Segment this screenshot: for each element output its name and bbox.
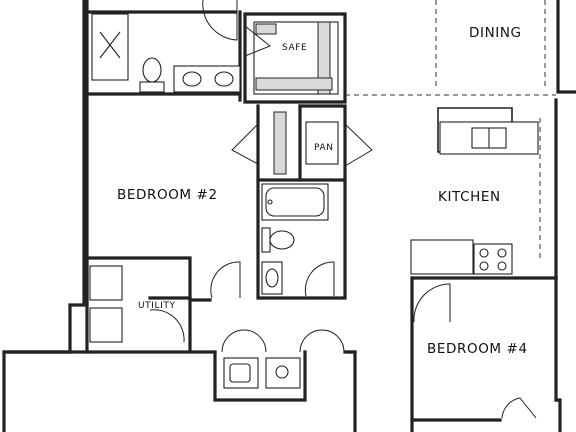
hall-bath <box>256 178 347 300</box>
room-label-pantry: PAN <box>314 143 334 153</box>
closet-safe: SAFE <box>243 12 347 104</box>
closet-shelf-bottom <box>255 77 333 91</box>
tub-drain-icon <box>267 199 273 205</box>
double-door-right <box>299 329 345 353</box>
utility-room: UTILITY <box>85 260 192 354</box>
kitchen: KITCHEN <box>410 107 541 275</box>
room-label-bedroom4: BEDROOM #4 <box>427 341 528 357</box>
dryer <box>89 307 123 343</box>
room-label-utility: UTILITY <box>138 301 176 311</box>
master-bath <box>85 0 242 102</box>
hall-bath-door <box>304 261 335 297</box>
shower-drain-icon <box>99 31 121 59</box>
toilet-hall <box>269 230 295 250</box>
dining-area: DINING <box>345 0 556 96</box>
room-label-bedroom2: BEDROOM #2 <box>117 187 218 203</box>
bedroom-4: BEDROOM #4 <box>410 276 558 432</box>
room-label-kitchen: KITCHEN <box>438 189 501 205</box>
bedroom-2: BEDROOM #2 <box>85 187 241 302</box>
room-label-dining: DINING <box>469 25 522 41</box>
hall-sink-icon <box>265 268 279 288</box>
toilet-bowl <box>142 57 162 83</box>
linen-shelf <box>273 111 287 175</box>
pantry-door <box>344 123 373 167</box>
washer <box>89 265 123 301</box>
sink-left-icon <box>182 71 202 87</box>
bath-door-swing <box>202 0 238 41</box>
dryer-drum-icon <box>275 365 289 379</box>
hall-closets: PAN <box>231 104 373 182</box>
closet-door <box>244 25 271 57</box>
shower-stall <box>91 13 129 81</box>
bedroom2-door-swing <box>210 261 241 299</box>
lower-center <box>213 329 357 402</box>
double-door-left <box>221 329 267 353</box>
toilet-tank-hall <box>261 227 271 253</box>
closet-shelf-right <box>317 21 331 95</box>
bathtub-inner <box>265 187 325 217</box>
sink-right-icon <box>214 71 234 87</box>
safe-box <box>255 23 277 35</box>
toilet-tank <box>139 81 165 93</box>
bedroom4-door-swing <box>413 283 451 323</box>
utility-door <box>149 309 185 343</box>
pantry-box <box>305 121 339 165</box>
linen-door <box>231 123 259 165</box>
room-label-safe: SAFE <box>282 43 307 53</box>
stove-icon <box>473 243 513 275</box>
bedroom4-closet-door <box>501 397 537 419</box>
kitchen-counter-lower <box>410 239 474 275</box>
